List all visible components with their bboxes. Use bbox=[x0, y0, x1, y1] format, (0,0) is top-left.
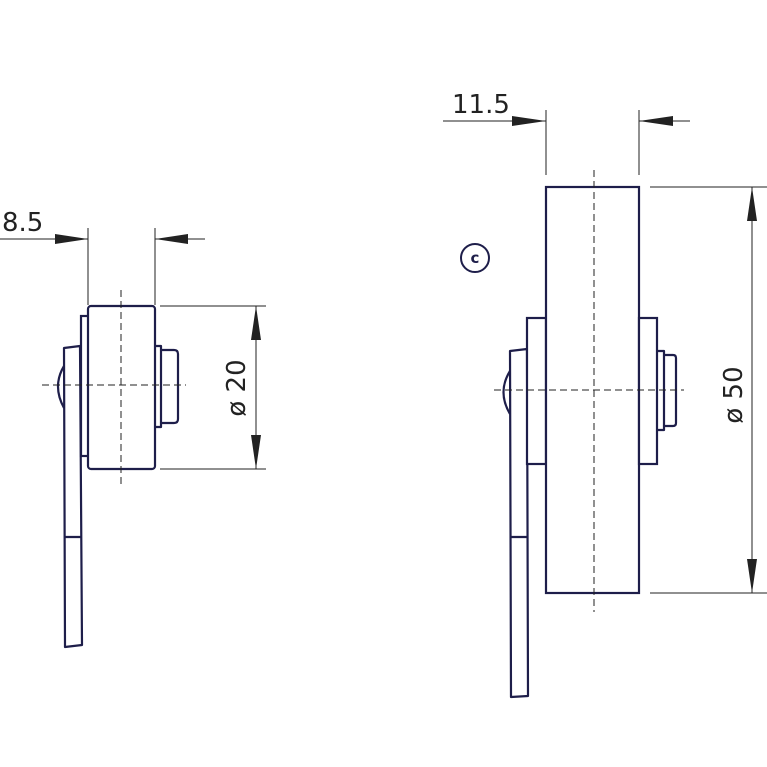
left-roller-assembly bbox=[42, 290, 186, 649]
left-lever-arm bbox=[62, 344, 84, 649]
right-roller-body bbox=[544, 185, 641, 595]
view-marker-c: c bbox=[460, 243, 490, 273]
right-diameter-label: ø 50 bbox=[719, 366, 749, 423]
right-axle-plate bbox=[525, 316, 548, 466]
right-diameter-dimension: ø 50 bbox=[650, 186, 767, 594]
view-marker-label: c bbox=[471, 249, 480, 267]
left-roller-hub bbox=[155, 344, 180, 429]
right-width-label: 11.5 bbox=[452, 90, 510, 120]
left-pivot-bump bbox=[56, 365, 65, 409]
left-width-dimension: 8.5 bbox=[0, 208, 205, 305]
right-pivot-bump bbox=[502, 370, 511, 415]
left-diameter-label: ø 20 bbox=[222, 359, 252, 416]
right-lever-arm bbox=[508, 347, 530, 699]
right-roller-assembly bbox=[494, 170, 684, 699]
right-side-plate bbox=[637, 316, 659, 466]
right-width-dimension: 11.5 bbox=[443, 90, 690, 175]
left-diameter-dimension: ø 20 bbox=[160, 305, 266, 470]
left-width-label: 8.5 bbox=[2, 208, 43, 238]
